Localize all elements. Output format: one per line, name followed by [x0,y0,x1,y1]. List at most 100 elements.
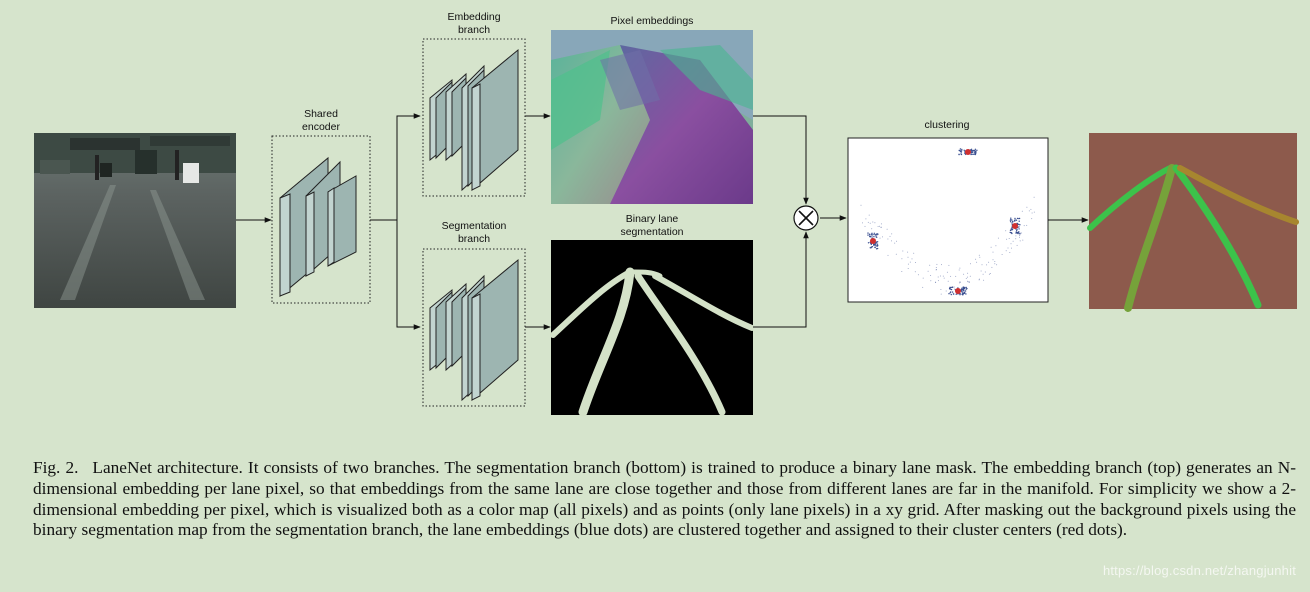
embedding-point [995,245,997,247]
embedding-point [960,151,962,153]
embedding-point [1015,235,1017,237]
output-lane-instances-image [1087,133,1299,312]
embedding-point [989,273,991,274]
embedding-point [966,287,968,290]
embedding-point [972,153,974,155]
embedding-point [1033,211,1035,213]
embedding-point [913,252,915,254]
embedding-point [1018,220,1020,222]
embedding-point [943,277,945,279]
embedding-point [875,242,877,245]
embedding-point [935,281,937,283]
embedding-branch-label-line2: branch [458,24,490,36]
embedding-point [891,240,892,242]
embedding-point [1026,206,1028,208]
embedding-point [1011,228,1013,230]
embedding-point [950,275,952,277]
embedding-point [946,271,948,273]
cluster-center [1012,223,1018,229]
embedding-point [1033,196,1035,198]
embedding-point [1011,222,1013,224]
embedding-point [986,264,988,266]
embedding-point [962,294,964,296]
embedding-point [1016,217,1019,220]
embedding-point [909,261,911,263]
branch-split-connectors [370,113,421,330]
embedding-point [869,235,872,238]
embedding-point [965,286,967,289]
embedding-point [1010,229,1012,232]
embedding-point [936,263,938,265]
embedding-point [1006,238,1008,240]
embedding-point [871,228,873,230]
embedding-point [965,293,967,295]
embedding-point [1005,230,1007,232]
embedding-point [970,149,973,152]
embedding-point [1019,236,1020,238]
embedding-point [896,240,897,242]
embedding-point [1016,231,1018,234]
embedding-point [876,243,879,245]
embedding-point [979,256,981,258]
embedding-point [937,276,939,278]
embedding-point [992,251,994,253]
embedding-point [1011,247,1012,249]
embedding-point [976,149,978,151]
embedding-point [961,288,963,291]
embedding-point [963,287,966,289]
embedding-point [967,281,969,283]
embedding-point [1010,232,1013,234]
embedding-point [974,149,976,152]
embedding-point [907,268,909,269]
embedding-point [963,149,965,151]
embedding-point [975,150,977,153]
embedding-point [874,222,876,224]
embedding-point [1015,232,1017,234]
embedding-point [953,286,955,288]
embedding-point [869,234,871,236]
embedding-point [940,289,942,290]
embedding-point [894,242,896,244]
shared-encoder-label-line1: Shared [304,108,338,120]
embedding-point [1011,219,1013,221]
embedding-point [948,293,950,295]
figure-caption: Fig. 2.LaneNet architecture. It consists… [33,458,1296,541]
embedding-point [929,264,931,266]
embedding-point [1023,225,1025,227]
embedding-point [945,290,947,292]
embedding-point [891,233,893,235]
embedding-point [902,250,904,252]
embedding-point [860,204,862,206]
embedding-point [963,273,965,275]
embedding-point [1009,252,1011,253]
embedding-point [983,279,985,281]
embedding-point [1022,239,1024,241]
embedding-point [971,153,973,155]
embedding-point [978,254,980,256]
embedding-point [940,293,942,295]
embedding-point [1031,212,1033,214]
embedding-point [867,232,869,234]
embedding-point [887,254,889,256]
embedding-point [959,293,961,295]
embedding-point [951,291,954,293]
embedding-point [959,281,961,283]
embedding-point [868,214,870,216]
embedding-point [922,277,924,279]
cluster-center [955,288,961,294]
embedding-point [1021,232,1023,234]
embedding-point [1018,228,1020,230]
embedding-point [901,258,903,260]
embedding-point [994,263,996,265]
embedding-point [962,292,964,295]
embedding-point [958,153,960,156]
embedding-point [978,278,980,280]
embedding-point [867,221,869,223]
embedding-point [965,277,967,279]
shared-encoder-label-line2: encoder [302,121,340,133]
embedding-point [970,153,972,156]
embedding-point [869,222,871,224]
embedding-point [876,233,878,235]
embedding-point [969,275,971,277]
embedding-point [930,275,932,276]
